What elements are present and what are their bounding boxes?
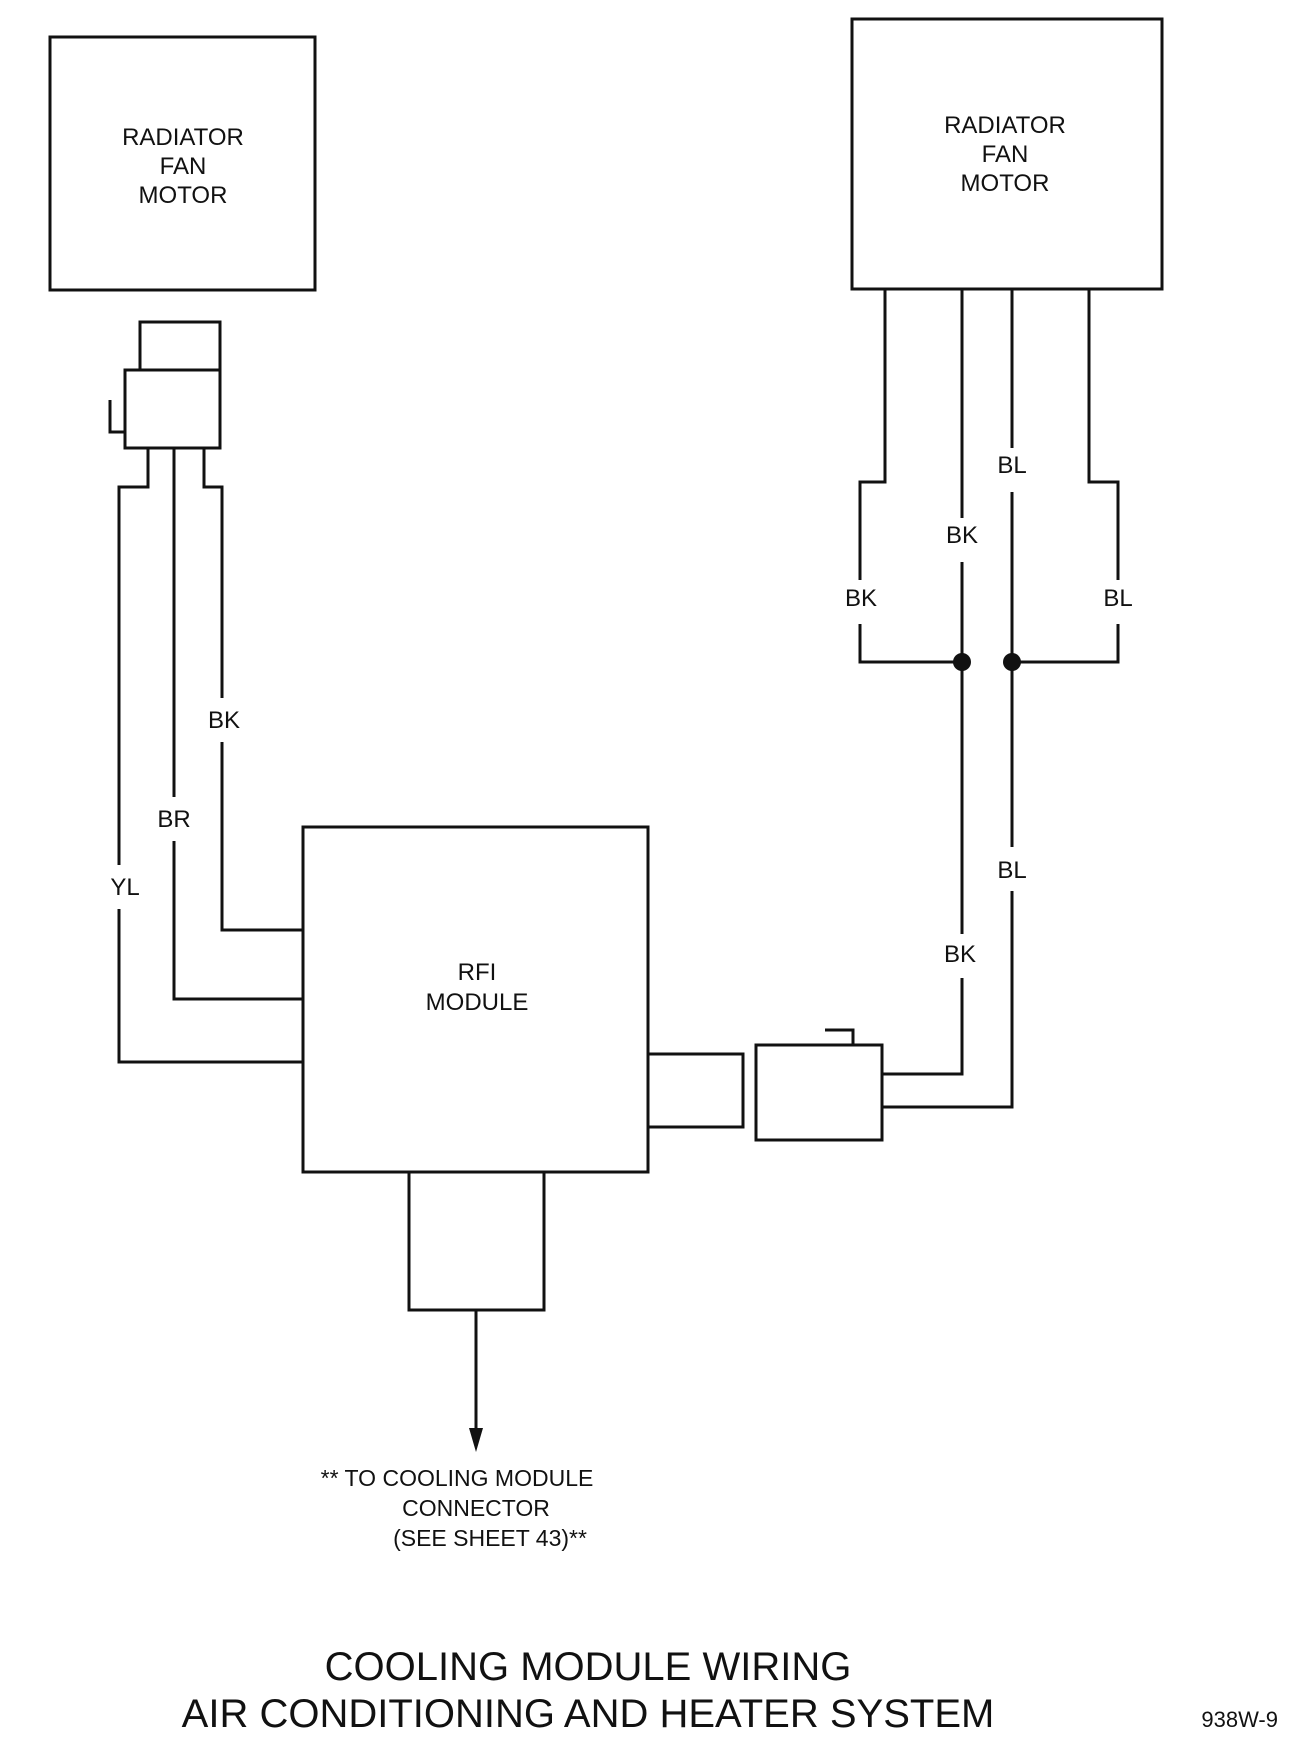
wire-right-bk-outer [858, 289, 962, 664]
wire-label-right-bk-top: BK [946, 522, 978, 549]
wire-label-left-yl: YL [110, 874, 139, 901]
left-motor-line-2: FAN [160, 153, 207, 180]
rfi-output-block [646, 1052, 745, 1129]
splice-bl-icon [1003, 653, 1021, 671]
arrow-head-icon [469, 1428, 483, 1452]
label-gap-left-yl [100, 865, 136, 909]
rfi-module: RFI MODULE [301, 825, 650, 1174]
wire-label-right-bk-branch: BK [845, 585, 877, 612]
label-gap-right-bl-top [992, 448, 1032, 492]
left-motor-line-3: MOTOR [139, 182, 228, 209]
left-connector-latch [108, 400, 125, 434]
right-motor-line-2: FAN [982, 141, 1029, 168]
wire-right-bl-outer [1012, 289, 1120, 664]
diagram-title-line-1: COOLING MODULE WIRING [325, 1645, 852, 1689]
right-motor-line-1: RADIATOR [944, 112, 1066, 139]
wire-label-left-bk: BK [208, 707, 240, 734]
note-line-1: ** TO COOLING MODULE [321, 1465, 594, 1491]
wire-label-left-br: BR [157, 806, 190, 833]
note-line-3: (SEE SHEET 43)** [393, 1525, 587, 1551]
label-gap-right-bk-lower [942, 934, 982, 978]
left-motor-line-1: RADIATOR [122, 124, 244, 151]
left-connector [108, 320, 222, 450]
wire-right-bl-main [882, 289, 1014, 1109]
right-radiator-fan-motor: RADIATOR FAN MOTOR [850, 17, 1164, 291]
wire-label-right-bl-branch: BL [1103, 585, 1132, 612]
splice-bk-icon [953, 653, 971, 671]
rfi-module-line-1: RFI [458, 959, 497, 986]
right-motor-line-3: MOTOR [961, 170, 1050, 197]
wire-label-right-bl-top: BL [997, 452, 1026, 479]
rfi-bottom-connector [407, 1170, 546, 1312]
cooling-module-note: ** TO COOLING MODULE CONNECTOR (SEE SHEE… [321, 1465, 594, 1551]
wire-left-br [172, 448, 303, 1001]
diagram-title-line-2: AIR CONDITIONING AND HEATER SYSTEM [182, 1692, 995, 1736]
right-connector [754, 1028, 884, 1142]
wire-left-bk [202, 448, 303, 932]
note-line-2: CONNECTOR [402, 1495, 550, 1521]
wire-label-right-bl-lower: BL [997, 857, 1026, 884]
label-gap-left-br [156, 797, 192, 841]
label-gap-right-bk-top [942, 518, 982, 562]
wire-left-yl [117, 448, 303, 1064]
wire-label-right-bk-lower: BK [944, 941, 976, 968]
figure-code: 938W-9 [1201, 1707, 1278, 1732]
label-gap-right-bk-branch [840, 580, 880, 624]
right-connector-latch [825, 1028, 855, 1045]
rfi-module-line-2: MODULE [426, 989, 529, 1016]
label-gap-right-bl-branch [1098, 580, 1138, 624]
label-gap-left-bk [204, 698, 240, 742]
label-gap-right-bl-lower [992, 847, 1032, 891]
left-radiator-fan-motor: RADIATOR FAN MOTOR [48, 35, 317, 292]
